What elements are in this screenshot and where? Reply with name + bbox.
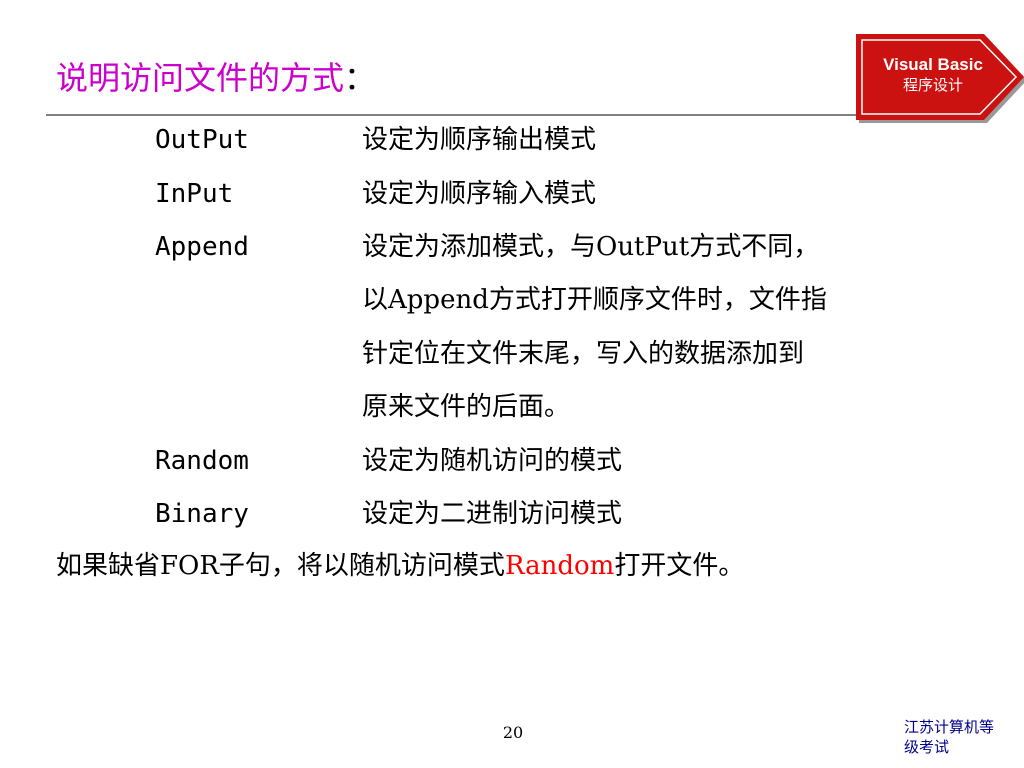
footer-line-2: 级考试 [904,738,950,756]
mode-keyword: Binary [155,499,249,529]
mode-description: 设定为顺序输出模式 [362,125,597,155]
mode-keyword: InPut [155,179,234,209]
footer-line-1: 江苏计算机等 [904,718,995,736]
mode-keyword: Random [155,446,249,476]
mode-description: 原来文件的后面。 [362,392,571,422]
title-divider [46,114,868,116]
slide-title-text: 说明访问文件的方式 [56,59,345,97]
note-prefix: 如果缺省FOR子句，将以随机访问模式 [56,551,505,581]
mode-description: 设定为二进制访问模式 [362,499,623,529]
footer-caption: 江苏计算机等 级考试 [904,717,1022,757]
logo-subtitle: 程序设计 [902,77,963,94]
mode-keyword: OutPut [155,125,249,155]
slide-title-colon: ： [344,59,377,97]
mode-description: 针定位在文件末尾，写入的数据添加到 [362,339,805,369]
mode-description: 设定为顺序输入模式 [362,179,597,209]
mode-description: 设定为随机访问的模式 [362,446,623,476]
mode-description: 设定为添加模式，与OutPut方式不同， [362,232,820,262]
mode-description: 以Append方式打开顺序文件时，文件指 [362,285,827,315]
slide-title: 说明访问文件的方式： [56,58,376,98]
logo-badge-shape [856,34,1024,123]
visual-basic-logo: Visual Basic 程序设计 [842,28,1024,126]
default-mode-note: 如果缺省FOR子句，将以随机访问模式Random打开文件。 [56,546,744,586]
note-suffix: 打开文件。 [614,551,745,581]
mode-keyword: Append [155,232,249,262]
page-number: 20 [502,723,524,742]
logo-title: Visual Basic [883,55,983,74]
note-highlight: Random [504,551,615,581]
